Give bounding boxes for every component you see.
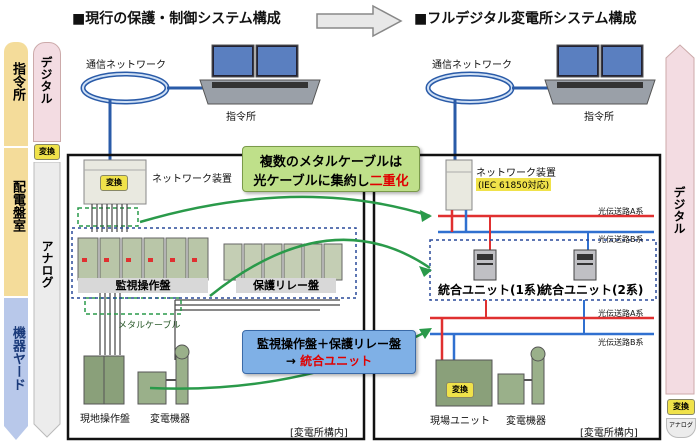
kanshi-panel-icon: [77, 237, 209, 281]
digital-band-right-label: デジタル: [672, 186, 686, 234]
genchi-panel-icon: [83, 355, 125, 405]
left-network-label: 通信ネットワーク: [86, 60, 166, 71]
right-shireisho-label: 指令所: [584, 112, 614, 123]
right-henkan-badge: 変換: [446, 382, 474, 398]
green-callout-line2a: 光ケーブルに集約し: [253, 174, 370, 189]
haiden-band: [4, 148, 28, 296]
right-optical-bus-upper: [438, 210, 654, 250]
metal-cable-label: メタルケーブル: [118, 321, 181, 331]
right-equipment-label: 変電機器: [506, 416, 546, 427]
right-substation-box: [372, 153, 662, 441]
blue-callout: 監視操作盤＋保護リレー盤 → 統合ユニット: [242, 330, 416, 374]
iec-label: (IEC 61850対応): [476, 178, 552, 191]
bus-a1-label: 光伝送路A系: [598, 207, 644, 216]
analog-band-right: アナログ: [666, 418, 696, 438]
left-kounai-label: [変電所構内]: [290, 428, 348, 439]
genba-label: 現場ユニット: [430, 416, 490, 427]
unit2-server-icon: [573, 249, 597, 281]
digital-band-left-label: デジタル: [39, 56, 53, 104]
digital-band-left: [33, 42, 61, 142]
blue-callout-line2b: 統合ユニット: [300, 354, 373, 368]
left-title: ■現行の保護・制御システム構成: [72, 11, 281, 27]
green-callout-line1: 複数のメタルケーブルは: [259, 155, 403, 170]
left-equipment-label: 変電機器: [150, 414, 190, 425]
bus-a2-label: 光伝送路A系: [598, 309, 644, 318]
transition-arrow-icon: [316, 4, 403, 38]
shireisho-band-label: 指令所: [10, 62, 25, 101]
hogo-label: 保護リレー盤: [236, 278, 336, 293]
right-kounai-label: [変電所構内]: [580, 428, 638, 439]
analog-band-left-label: アナログ: [40, 240, 54, 288]
right-optical-bus-lower: [430, 300, 654, 362]
right-equipment-icon: [497, 346, 546, 405]
green-callout: 複数のメタルケーブルは 光ケーブルに集約し二重化: [242, 146, 420, 192]
kiki-band-label: 機器ヤード: [10, 326, 25, 391]
genchi-label: 現地操作盤: [80, 414, 130, 425]
left-network-device-label: ネットワーク装置: [152, 174, 232, 185]
green-callout-line2b: 二重化: [369, 174, 409, 189]
bus-b2-label: 光伝送路B系: [598, 338, 644, 347]
digital-band-right: [665, 44, 695, 395]
kiki-band: [4, 298, 28, 440]
blue-callout-line1: 監視操作盤＋保護リレー盤: [256, 337, 401, 351]
right-network-device-icon: [445, 159, 473, 211]
left-equipment-icon: [137, 344, 190, 405]
henkan-tag-left: 変換: [34, 144, 60, 160]
haiden-band-label: 配電盤室: [10, 180, 25, 232]
unit2-label: 統合ユニット(2系): [540, 283, 644, 297]
right-network-device-label: ネットワーク装置: [476, 168, 556, 179]
left-substation-box: [66, 153, 366, 441]
left-metal-cable-bundle: [91, 204, 340, 360]
analog-band-left: [33, 162, 61, 438]
left-shireisho-label: 指令所: [226, 112, 256, 123]
shireisho-band: [4, 42, 28, 146]
right-title: ■フルデジタル変電所システム構成: [414, 11, 637, 27]
left-henkan-badge: 変換: [100, 175, 128, 191]
unit1-server-icon: [473, 249, 497, 281]
henkan-tag-right: 変換: [667, 399, 695, 415]
left-console-icon: [199, 44, 321, 105]
unit1-label: 統合ユニット(1系): [438, 283, 542, 297]
right-network-label: 通信ネットワーク: [432, 60, 512, 71]
kanshi-label: 監視操作盤: [78, 278, 208, 293]
blue-callout-arrow: →: [285, 354, 296, 368]
left-panel-group: [71, 227, 357, 299]
bus-b1-label: 光伝送路B系: [598, 235, 644, 244]
right-console-icon: [544, 44, 656, 105]
